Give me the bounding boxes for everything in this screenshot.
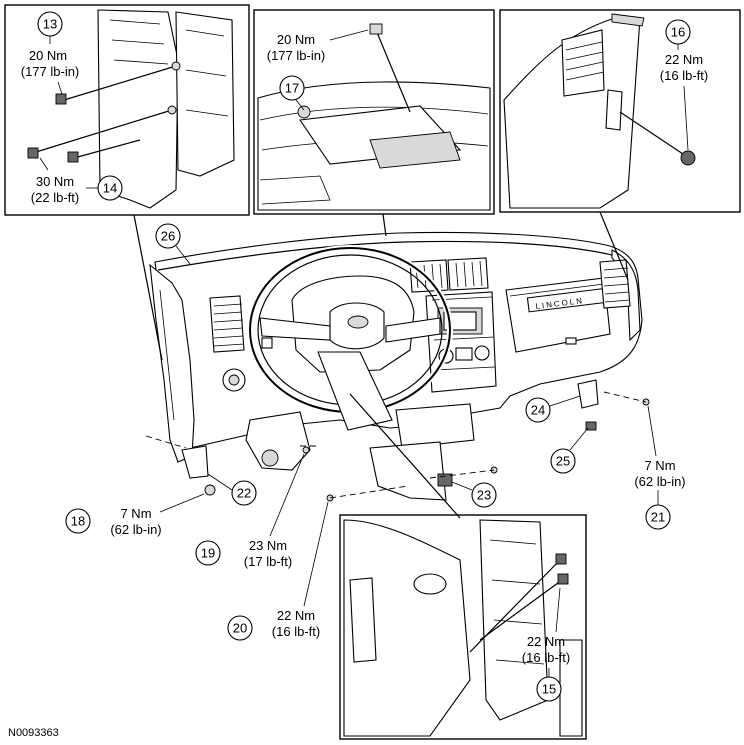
svg-text:14: 14 (103, 181, 117, 196)
svg-text:(16 lb-ft): (16 lb-ft) (660, 68, 708, 83)
torque-18: 7 Nm (62 lb-in) (110, 493, 205, 537)
svg-text:(22 lb-ft): (22 lb-ft) (31, 190, 79, 205)
callout-21: 21 (645, 490, 671, 530)
svg-text:25: 25 (556, 454, 570, 469)
dashed-reference-lines (145, 391, 647, 499)
svg-text:22: 22 (237, 486, 251, 501)
lower-dash-brackets (181, 379, 650, 502)
svg-text:(17 lb-ft): (17 lb-ft) (244, 554, 292, 569)
svg-text:30 Nm: 30 Nm (36, 174, 74, 189)
torque-21: 7 Nm (62 lb-in) (634, 405, 686, 489)
svg-text:21: 21 (651, 510, 665, 525)
svg-text:20: 20 (233, 621, 247, 636)
torque-14: 30 Nm (22 lb-ft) (31, 157, 79, 205)
svg-text:7 Nm: 7 Nm (120, 506, 151, 521)
callout-15: 15 (536, 668, 562, 702)
svg-text:13: 13 (43, 17, 57, 32)
svg-text:(62 lb-in): (62 lb-in) (634, 474, 685, 489)
callout-13: 13 (37, 11, 63, 44)
torque-13: 20 Nm (177 lb-in) (21, 48, 80, 95)
svg-text:20 Nm: 20 Nm (29, 48, 67, 63)
svg-text:(62 lb-in): (62 lb-in) (110, 522, 161, 537)
torque-19: 23 Nm (17 lb-ft) (244, 453, 305, 569)
detail-frame-bottom (339, 514, 587, 740)
detail-frame-right (499, 9, 741, 213)
callout-26: 26 (155, 223, 191, 265)
svg-text:22 Nm: 22 Nm (277, 608, 315, 623)
callout-16: 16 (665, 19, 691, 50)
torque-17: 20 Nm (177 lb-in) (267, 29, 369, 63)
svg-text:18: 18 (71, 514, 85, 529)
callout-19: 19 (195, 540, 221, 566)
svg-text:17: 17 (285, 81, 299, 96)
figure-id: N0093363 (8, 727, 59, 739)
svg-text:7 Nm: 7 Nm (644, 458, 675, 473)
callout-17: 17 (279, 75, 305, 111)
svg-text:(177 lb-in): (177 lb-in) (267, 48, 326, 63)
torque-15: 22 Nm (16 lb-ft) (522, 587, 570, 665)
svg-text:23: 23 (477, 488, 491, 503)
svg-text:15: 15 (542, 682, 556, 697)
callout-25: 25 (550, 427, 589, 474)
svg-text:22 Nm: 22 Nm (665, 52, 703, 67)
callout-18: 18 (65, 508, 91, 534)
torque-20: 22 Nm (16 lb-ft) (272, 501, 329, 639)
svg-text:24: 24 (531, 403, 545, 418)
torque-16: 22 Nm (16 lb-ft) (660, 52, 708, 151)
detail-frame-center (253, 9, 495, 215)
svg-text:(177 lb-in): (177 lb-in) (21, 64, 80, 79)
svg-text:19: 19 (201, 546, 215, 561)
callout-24: 24 (525, 395, 581, 423)
svg-text:26: 26 (161, 229, 175, 244)
svg-text:16: 16 (671, 25, 685, 40)
svg-text:23 Nm: 23 Nm (249, 538, 287, 553)
detail-frame-left (4, 4, 250, 216)
svg-text:20 Nm: 20 Nm (277, 32, 315, 47)
svg-text:(16 lb-ft): (16 lb-ft) (522, 650, 570, 665)
frame-leader-lines (133, 211, 629, 519)
svg-text:(16 lb-ft): (16 lb-ft) (272, 624, 320, 639)
callout-23: 23 (451, 481, 497, 508)
callout-14: 14 (86, 175, 123, 201)
callout-20: 20 (227, 615, 253, 641)
instrument-panel: LINCOLN (149, 231, 643, 463)
svg-text:22 Nm: 22 Nm (527, 634, 565, 649)
steering-wheel (247, 245, 453, 431)
callout-22: 22 (207, 473, 257, 506)
